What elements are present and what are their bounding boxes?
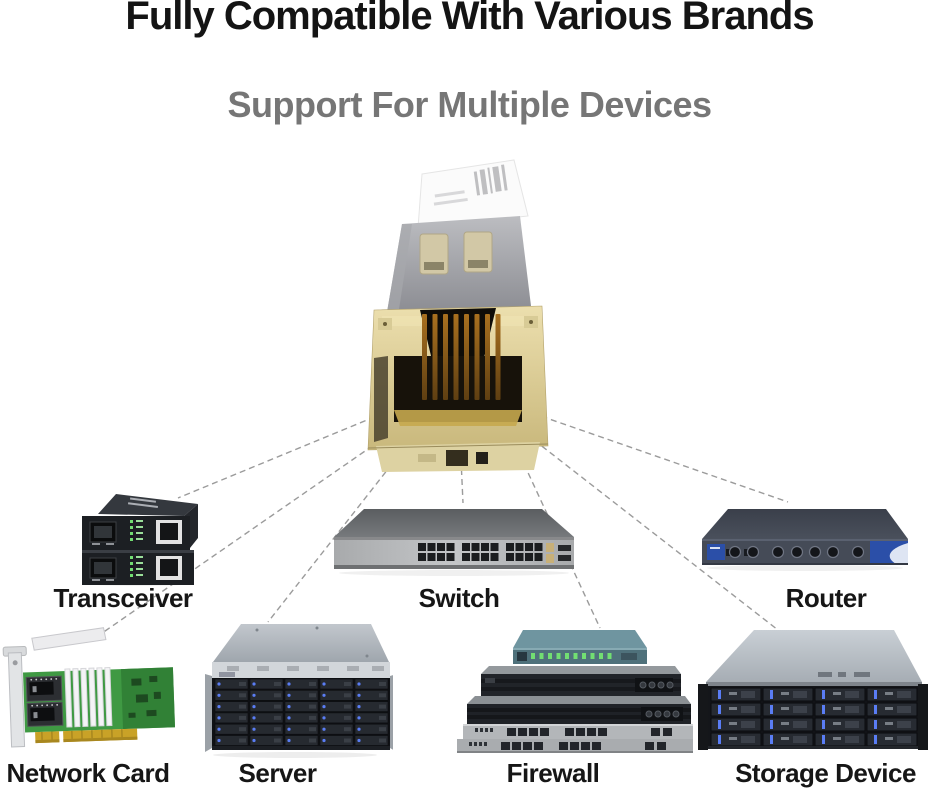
firewall-top-appliance <box>513 630 647 664</box>
firewall-image <box>435 622 697 754</box>
page-title: Fully Compatible With Various Brands <box>125 0 814 38</box>
router-ports <box>726 545 865 559</box>
media-converter-icon <box>82 494 198 586</box>
rack-ear-left <box>698 684 708 750</box>
pcb-chips <box>128 675 161 718</box>
network-card-icon <box>2 627 175 748</box>
server-image <box>197 616 397 758</box>
rack-ear-right <box>918 684 928 750</box>
media-converter-bottom-unit <box>82 550 194 585</box>
line-to-switch <box>460 458 464 504</box>
transceiver-label: Transceiver <box>53 583 193 613</box>
router-icon <box>702 509 908 571</box>
ethernet-port-groups <box>418 543 543 561</box>
network-card-label: Network Card <box>6 758 170 788</box>
rack-ear-left <box>205 674 212 752</box>
brand-panel-left <box>707 544 725 560</box>
module-contact-pins <box>422 314 501 400</box>
storage-top-panel <box>706 630 922 682</box>
switch-label: Switch <box>418 583 500 613</box>
storage-chassis-icon <box>698 630 928 750</box>
status-leds <box>130 556 143 577</box>
network-card-image <box>0 620 192 757</box>
firewall-appliance-4 <box>463 724 695 739</box>
page-subtitle: Support For Multiple Devices <box>227 84 712 125</box>
network-switch-icon <box>334 509 574 576</box>
sfp-slot <box>558 555 571 561</box>
line-to-router <box>531 412 789 503</box>
mounting-bracket <box>2 645 27 748</box>
media-converter-top-unit <box>82 494 198 550</box>
status-leds <box>130 520 143 541</box>
storage-device-label: Storage Device <box>735 758 916 788</box>
uplink-ports <box>546 543 571 563</box>
module-barcode-label <box>417 159 529 229</box>
line-to-network-card <box>94 439 382 639</box>
firewall-appliance-5 <box>457 739 697 753</box>
server-label: Server <box>238 758 317 788</box>
router-image <box>702 505 908 571</box>
module-rj45-port <box>367 305 549 451</box>
firewall-appliance-3 <box>467 696 691 724</box>
storage-device-image <box>698 626 928 756</box>
transceiver-image <box>72 492 204 586</box>
status-leds <box>531 653 612 659</box>
line-to-storage-device <box>533 439 779 631</box>
sfp-rj45-module-icon <box>367 159 549 472</box>
rack-ear-right <box>390 674 397 752</box>
firewall-appliance-2 <box>481 666 681 696</box>
drive-trays <box>710 687 918 747</box>
sfp-rj45-module-image <box>358 158 558 473</box>
sfp-slot <box>558 545 571 551</box>
line-to-server <box>267 463 393 623</box>
router-label: Router <box>785 583 867 613</box>
module-latch-tabs <box>419 231 493 275</box>
drive-trays <box>214 678 389 746</box>
line-to-transceiver <box>177 412 385 499</box>
brand-panel-right <box>870 541 908 565</box>
server-icon <box>205 624 397 758</box>
pcie-edge-connector <box>35 728 138 744</box>
module-base <box>367 442 549 472</box>
sfp-cage-ports <box>25 675 64 727</box>
firewall-stack-icon <box>457 630 697 753</box>
firewall-label: Firewall <box>506 758 600 788</box>
server-top-panel <box>213 624 389 662</box>
server-label-band <box>212 662 390 678</box>
heatsink <box>64 666 113 728</box>
low-profile-bracket <box>31 627 107 651</box>
switch-image <box>332 505 576 577</box>
